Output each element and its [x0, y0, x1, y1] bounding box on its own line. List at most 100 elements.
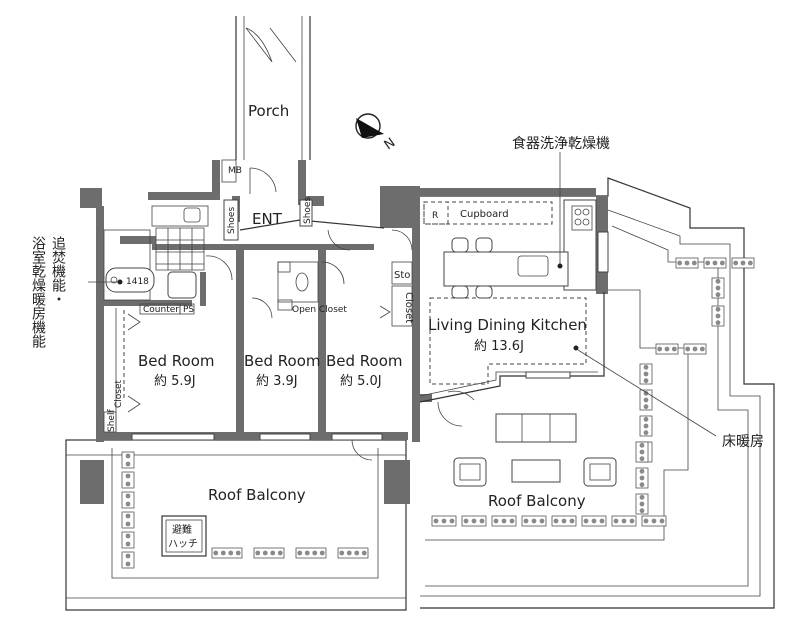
planter-pot: [121, 451, 135, 469]
planter-leaf: [449, 518, 455, 524]
bath-size-label: 1418: [126, 277, 149, 287]
cupboard-label: Cupboard: [460, 209, 509, 220]
planter-leaf: [125, 561, 131, 567]
planter-leaf: [509, 518, 515, 524]
planter-leaf: [651, 518, 657, 524]
shoes-right-label: Shoes: [303, 197, 313, 224]
dishwasher-annotation: 食器洗浄乾燥機: [512, 135, 610, 152]
planter-leaf: [657, 346, 663, 352]
planter-leaf: [599, 518, 605, 524]
planter-leaf: [304, 550, 310, 556]
planter-leaf: [715, 278, 721, 284]
bed2-area: 約 3.9J: [256, 374, 298, 389]
planter-leaf: [639, 508, 645, 514]
planter-leaf: [354, 550, 360, 556]
entrance-label: ENT: [252, 210, 283, 228]
planter-leaf: [715, 320, 721, 326]
bed1-name: Bed Room: [138, 352, 215, 370]
planter-leaf: [671, 346, 677, 352]
planter-leaf: [639, 501, 645, 507]
planter-leaf: [463, 518, 469, 524]
left-balcony-boundary: [65, 439, 407, 611]
planter-pot: [121, 551, 135, 569]
bed3-name: Bed Room: [326, 352, 403, 370]
planter-leaf: [346, 550, 352, 556]
planter-leaf: [220, 550, 226, 556]
bed1-closet: [103, 308, 141, 433]
planter-leaf: [523, 518, 529, 524]
planter-leaf: [643, 518, 649, 524]
planter-leaf: [125, 533, 131, 539]
planter-pot: [121, 511, 135, 529]
planter-leaf: [685, 346, 691, 352]
planter-leaf: [125, 493, 131, 499]
planter-leaf: [715, 313, 721, 319]
planter-leaf: [125, 481, 131, 487]
planter-leaf: [561, 518, 567, 524]
planter-leaf: [643, 378, 649, 384]
planter-leaf: [684, 260, 690, 266]
planter-leaf: [125, 501, 131, 507]
planter-leaf: [692, 346, 698, 352]
planter-leaf: [125, 461, 131, 467]
refrigerator-label: R: [432, 211, 438, 221]
planter-leaf: [643, 371, 649, 377]
planters-left-vertical: [121, 451, 135, 569]
hatch-line1: 避難: [172, 523, 192, 536]
planter-leaf: [569, 518, 575, 524]
balcony-furniture: [453, 413, 617, 487]
planter-leaf: [441, 518, 447, 524]
planter-leaf: [479, 518, 485, 524]
planter-pot: [211, 547, 243, 559]
planter-leaf: [715, 285, 721, 291]
bath-feature-col1: 追焚機能・: [50, 236, 66, 306]
planter-leaf: [643, 430, 649, 436]
planter-leaf: [639, 475, 645, 481]
closet-right-label: Closet: [403, 292, 414, 323]
planters-right: [431, 257, 755, 527]
planter-leaf: [213, 550, 219, 556]
planter-leaf: [583, 518, 589, 524]
entrance-hall: [205, 199, 385, 281]
right-balcony-label: Roof Balcony: [488, 492, 586, 510]
ldk-area: 約 13.6J: [474, 339, 524, 354]
planter-leaf: [643, 423, 649, 429]
planter-leaf: [639, 468, 645, 474]
bed3-area: 約 5.0J: [340, 374, 382, 389]
tile-floor: [155, 227, 205, 271]
planter-leaf: [740, 260, 746, 266]
bedroom-windows: [131, 433, 383, 461]
bath-feature-col2: 浴室乾燥暖房機能: [30, 236, 46, 349]
bed1-area: 約 5.9J: [154, 374, 196, 389]
kitchen: [423, 199, 609, 299]
planter-leaf: [677, 260, 683, 266]
planter-leaf: [747, 260, 753, 266]
planter-leaf: [319, 550, 325, 556]
planter-pot: [295, 547, 327, 559]
counter-label: Counter: [143, 305, 179, 315]
planter-leaf: [255, 550, 261, 556]
planter-leaf: [643, 404, 649, 410]
north-label: N: [382, 135, 399, 153]
planter-leaf: [501, 518, 507, 524]
planter-leaf: [643, 390, 649, 396]
planter-leaf: [715, 292, 721, 298]
open-closet-label: Open Closet: [292, 305, 347, 315]
planter-leaf: [235, 550, 241, 556]
planter-leaf: [493, 518, 499, 524]
bed2-name: Bed Room: [244, 352, 321, 370]
closet-left-label: Closet: [114, 379, 124, 408]
planter-leaf: [613, 518, 619, 524]
planter-leaf: [733, 260, 739, 266]
porch-label: Porch: [248, 102, 289, 120]
planter-leaf: [639, 482, 645, 488]
shelf-label: Shelf: [107, 409, 117, 432]
floor-heating-annotation: 床暖房: [722, 434, 764, 450]
planter-leaf: [125, 453, 131, 459]
ps-label: PS: [183, 305, 194, 315]
planter-leaf: [297, 550, 303, 556]
planter-leaf: [639, 442, 645, 448]
planter-leaf: [639, 456, 645, 462]
planter-leaf: [629, 518, 635, 524]
